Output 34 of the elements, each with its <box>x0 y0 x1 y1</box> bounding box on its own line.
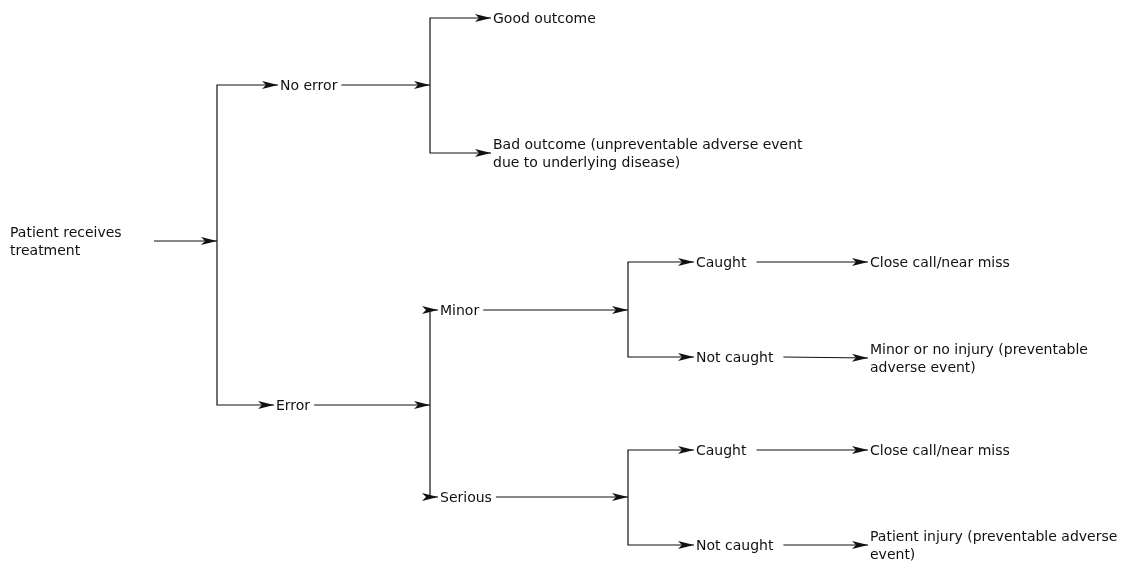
node-label: Not caught <box>696 536 774 554</box>
arrow <box>755 446 869 454</box>
arrow <box>429 14 492 86</box>
node-label: Patient receives treatment <box>10 223 123 259</box>
arrow <box>627 446 695 498</box>
node-label: Serious <box>440 488 492 506</box>
arrow <box>216 81 279 242</box>
node-label: Close call/near miss <box>870 253 1010 271</box>
arrow <box>495 493 629 501</box>
arrow <box>340 81 431 89</box>
node-label: Good outcome <box>493 9 596 27</box>
node-label: Caught <box>696 441 747 459</box>
arrow <box>429 84 492 157</box>
arrow <box>313 401 431 409</box>
node-label: No error <box>280 76 338 94</box>
arrow <box>482 306 629 314</box>
arrow <box>627 309 695 361</box>
node-label: Bad outcome (unpreventable adverse event due to underlying disease) <box>493 135 804 171</box>
node-label: Minor or no injury (preventable adverse event) <box>870 340 1089 376</box>
arrow <box>216 240 275 409</box>
arrow <box>422 404 439 501</box>
arrow <box>627 496 695 549</box>
arrow <box>153 237 218 245</box>
arrow <box>422 306 439 406</box>
node-label: Error <box>276 396 311 414</box>
arrow <box>782 353 869 362</box>
node-label: Patient injury (preventable adverse event) <box>870 527 1119 563</box>
node-label: Not caught <box>696 348 774 366</box>
arrow <box>782 541 869 549</box>
node-label: Caught <box>696 253 747 271</box>
node-label: Close call/near miss <box>870 441 1010 459</box>
arrow <box>755 258 869 266</box>
arrow <box>627 258 695 311</box>
node-label: Minor <box>440 301 480 319</box>
